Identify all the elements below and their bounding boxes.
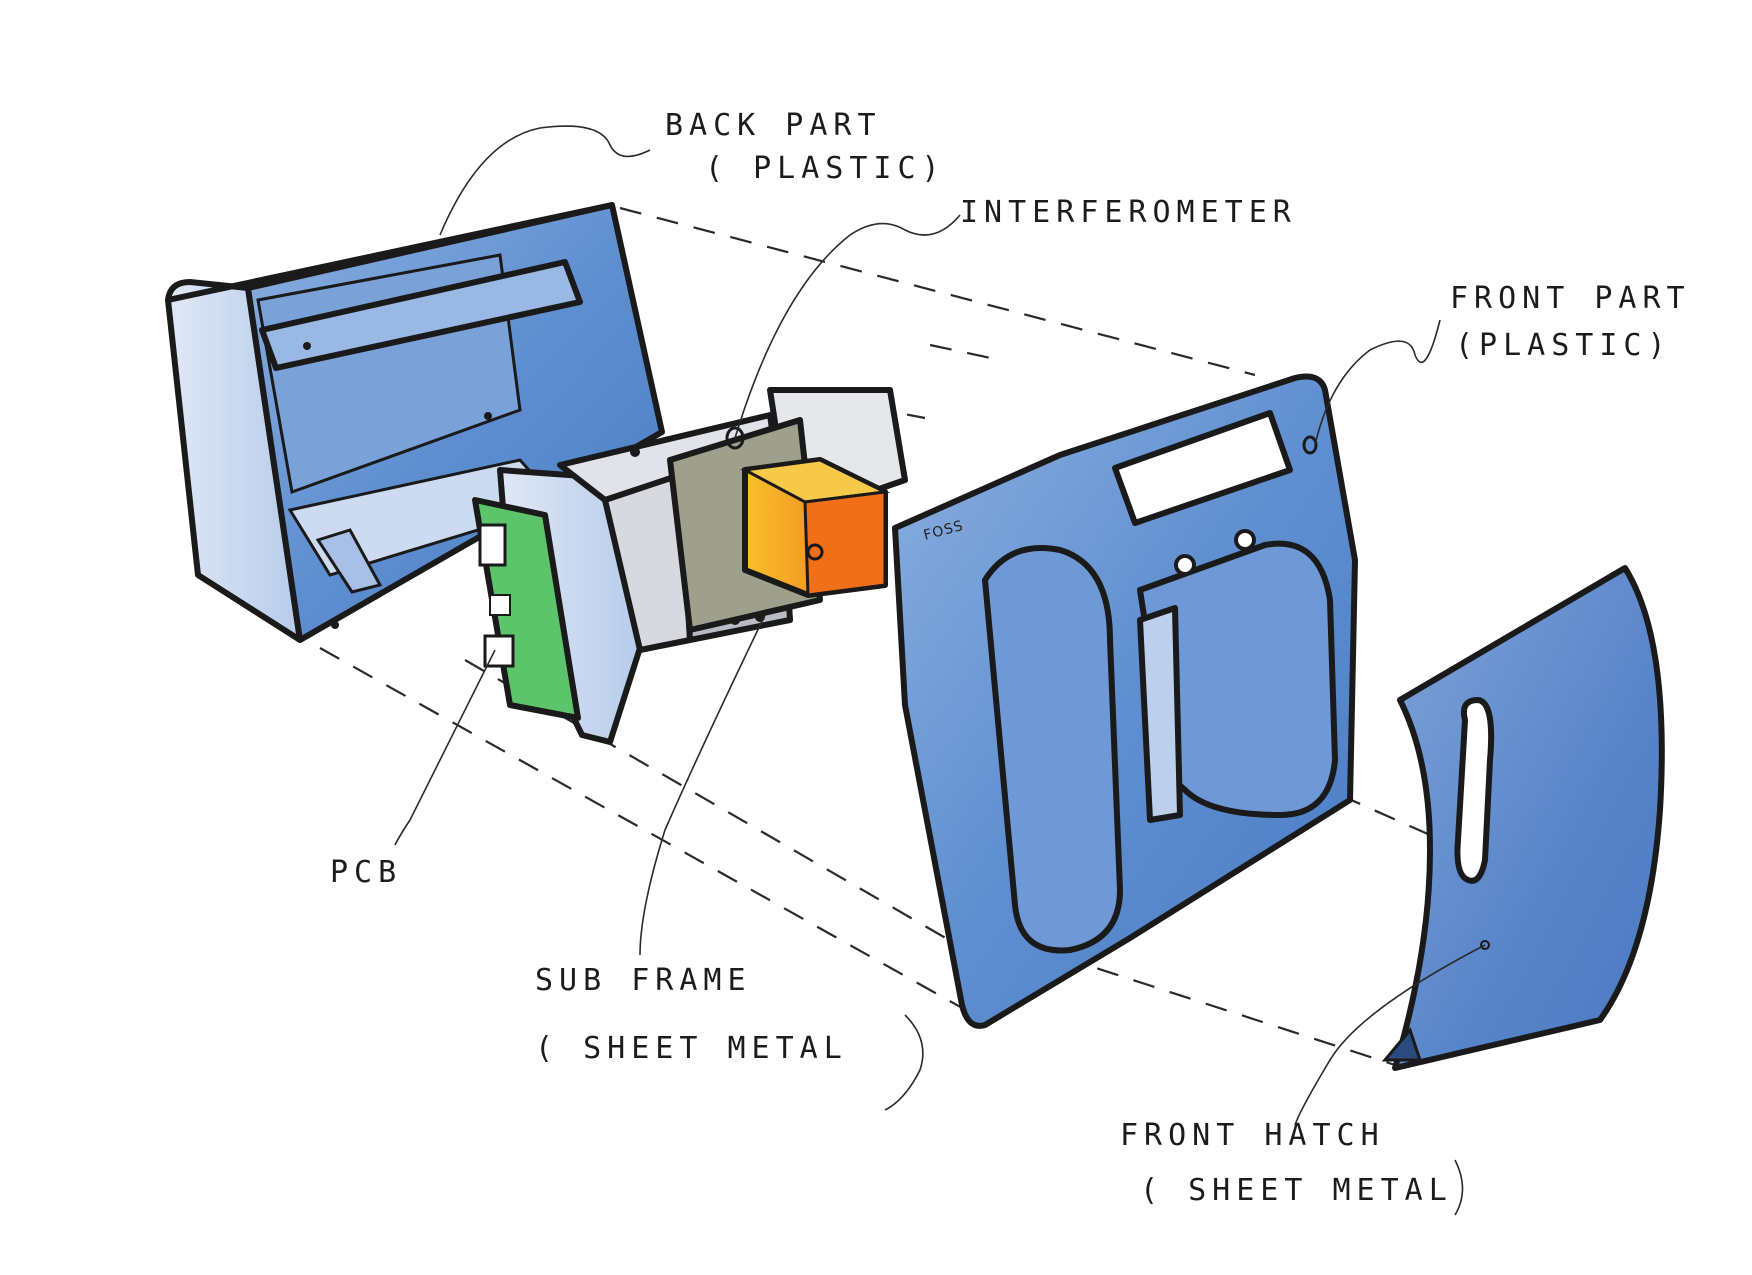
front-hatch-label-line1: FRONT HATCH — [1120, 1118, 1385, 1153]
label-sub-frame: SUB FRAME ( SHEET METAL — [535, 963, 848, 1066]
sub-frame-label-line2: ( SHEET METAL — [535, 1031, 848, 1066]
interferometer-label: INTERFEROMETER — [960, 195, 1297, 230]
front-hatch-panel — [1381, 565, 1665, 1071]
sub-frame-label-line1: SUB FRAME — [535, 963, 752, 998]
leader-lines — [394, 125, 1486, 1216]
front-part-label-line1: FRONT PART — [1450, 281, 1691, 316]
back-part-label-line1: BACK PART — [665, 108, 882, 143]
pcb-label: PCB — [330, 855, 402, 890]
label-front-hatch: FRONT HATCH ( SHEET METAL — [1120, 1118, 1453, 1208]
front-part-label-line2: (PLASTIC) — [1455, 328, 1672, 363]
label-back-part: BACK PART ( PLASTIC) — [665, 108, 946, 186]
back-part-shell — [165, 202, 665, 643]
back-part-label-line2: ( PLASTIC) — [705, 151, 946, 186]
label-pcb: PCB — [330, 855, 402, 890]
pcb-board — [472, 497, 581, 721]
front-part-shell: FOSS — [892, 373, 1358, 1029]
front-hatch-label-line2: ( SHEET METAL — [1140, 1173, 1453, 1208]
label-front-part: FRONT PART (PLASTIC) — [1450, 281, 1691, 363]
label-interferometer: INTERFEROMETER — [960, 195, 1297, 230]
interferometer-block — [740, 457, 891, 598]
